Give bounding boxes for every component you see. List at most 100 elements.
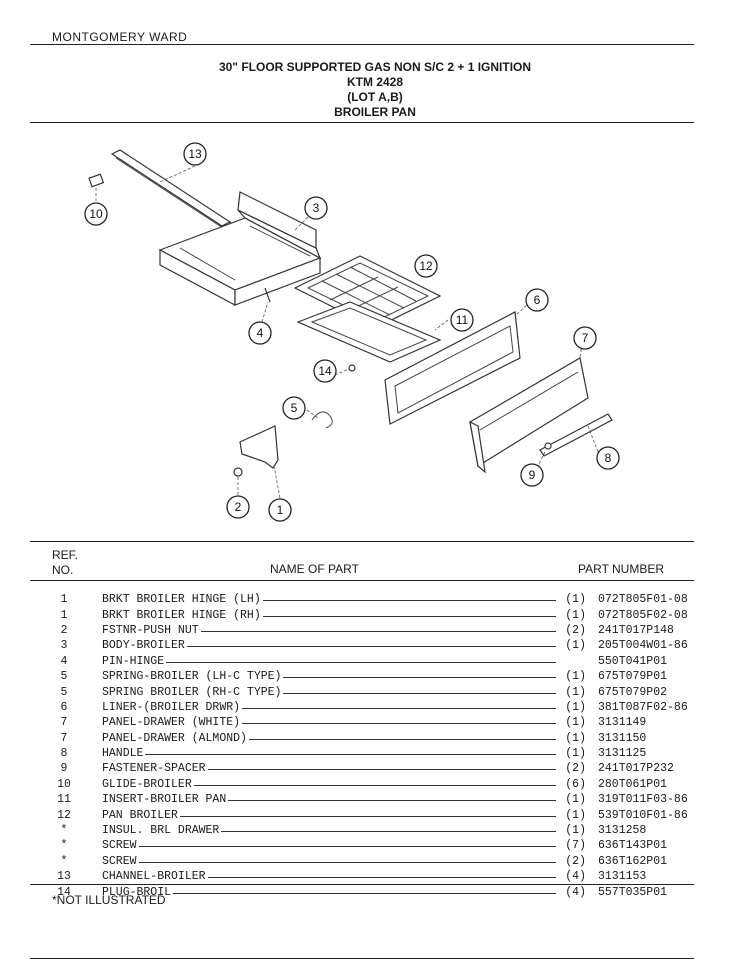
name-cell: CHANNEL-BROILER	[88, 869, 558, 884]
dotted-leader	[228, 800, 556, 802]
ref-cell: 7	[60, 731, 68, 745]
part-number-cell: 636T162P01	[598, 854, 668, 868]
ref-cell: 14	[57, 885, 71, 899]
part-name: PLUG-BROIL	[102, 885, 172, 899]
part-name: PANEL-DRAWER (WHITE)	[102, 716, 241, 730]
part-name: SCREW	[102, 854, 137, 868]
ref-cell: 2	[60, 623, 68, 637]
insert-broiler-pan-part	[296, 301, 442, 363]
part-number-cell: 241T017P148	[598, 623, 674, 637]
name-cell: BRKT BROILER HINGE (RH)	[88, 607, 558, 622]
qty-cell: (7)	[565, 839, 586, 853]
svg-text:13: 13	[188, 147, 202, 161]
qty-cell: (1)	[565, 716, 586, 730]
name-cell: LINER-(BROILER DRWR)	[88, 700, 558, 715]
qty-cell: (2)	[565, 623, 586, 637]
part-number-cell: 072T805F02-08	[598, 608, 688, 622]
ref-cell: 11	[57, 793, 71, 807]
callout-4: 4	[248, 321, 272, 345]
spring-broiler-part	[311, 411, 333, 429]
qty-cell: (2)	[565, 854, 586, 868]
name-cell: SCREW	[88, 854, 558, 869]
table-row: *INSUL. BRL DRAWER(1)3131258	[40, 823, 718, 838]
ref-cell: 9	[60, 762, 68, 776]
title-line-4: BROILER PAN	[334, 105, 416, 119]
part-number-cell: 3131153	[598, 870, 647, 884]
qty-cell: (1)	[565, 670, 586, 684]
qty-cell: (2)	[565, 762, 586, 776]
part-number-cell: 072T805F01-08	[598, 593, 688, 607]
callout-14: 14	[313, 359, 337, 383]
ref-cell: *	[60, 824, 68, 838]
part-name: SCREW	[102, 839, 137, 853]
dotted-leader	[242, 707, 556, 709]
dotted-leader	[283, 677, 556, 679]
ref-cell: 13	[57, 870, 71, 884]
handle-part	[539, 413, 613, 457]
svg-text:3: 3	[313, 201, 320, 215]
dotted-leader	[145, 754, 556, 756]
table-row: 2 FSTNR-PUSH NUT (2) 241T017P148	[40, 623, 718, 638]
name-cell: PIN-HINGE	[88, 654, 558, 669]
part-name: SPRING-BROILER (LH-C TYPE)	[102, 670, 282, 684]
svg-text:14: 14	[318, 364, 332, 378]
dotted-leader	[207, 769, 556, 771]
table-bottom-rule	[30, 884, 694, 885]
svg-text:12: 12	[419, 259, 433, 273]
svg-text:6: 6	[534, 293, 541, 307]
ref-no-header: REF. NO.	[52, 548, 78, 578]
callout-2: 2	[226, 495, 250, 519]
callout-7: 7	[573, 326, 597, 350]
part-number-cell: 3131258	[598, 824, 647, 838]
dotted-leader	[138, 861, 556, 863]
dotted-leader	[262, 615, 556, 617]
part-name: FSTNR-PUSH NUT	[102, 623, 199, 637]
ref-cell: 10	[57, 777, 71, 791]
name-cell: PANEL-DRAWER (ALMOND)	[88, 731, 558, 746]
svg-text:10: 10	[89, 207, 103, 221]
dotted-leader	[138, 846, 556, 848]
name-cell: SPRING-BROILER (LH-C TYPE)	[88, 669, 558, 684]
name-cell: FSTNR-PUSH NUT	[88, 623, 558, 638]
dotted-leader	[200, 630, 556, 632]
table-row: *SCREW(2)636T162P01	[40, 854, 718, 869]
part-name: INSERT-BROILER PAN	[102, 793, 227, 807]
ref-cell: 5	[60, 685, 68, 699]
plug-broil-part	[348, 364, 356, 372]
part-name: CHANNEL-BROILER	[102, 870, 206, 884]
name-cell: PAN BROILER	[88, 807, 558, 822]
callout-8: 8	[596, 446, 620, 470]
svg-text:11: 11	[456, 313, 469, 327]
dotted-leader	[248, 738, 556, 740]
page-title: 30" FLOOR SUPPORTED GAS NON S/C 2 + 1 IG…	[0, 60, 750, 120]
part-name: INSUL. BRL DRAWER	[102, 824, 220, 838]
qty-cell: (1)	[565, 808, 586, 822]
dotted-leader	[186, 646, 556, 648]
part-number-cell: 539T010F01-86	[598, 808, 688, 822]
name-cell: BODY-BROILER	[88, 638, 558, 653]
exploded-parts-diagram: 13 10 3 12 6 11 4 7 14 5 8 9 2 1	[84, 142, 620, 522]
qty-cell: (6)	[565, 777, 586, 791]
name-cell: HANDLE	[88, 746, 558, 761]
dotted-leader	[193, 784, 556, 786]
top-rule	[30, 44, 694, 45]
qty-cell: (1)	[565, 731, 586, 745]
table-top-rule	[30, 541, 694, 542]
ref-cell: 3	[60, 639, 68, 653]
panel-drawer-part	[469, 357, 589, 474]
dotted-leader	[173, 892, 556, 894]
part-name: BRKT BROILER HINGE (LH)	[102, 593, 261, 607]
name-of-part-header: NAME OF PART	[270, 562, 359, 576]
callout-5: 5	[282, 396, 306, 420]
ref-cell: 4	[60, 654, 68, 668]
title-line-3: (LOT A,B)	[347, 90, 403, 104]
name-cell: SCREW	[88, 838, 558, 853]
ref-cell: 6	[60, 700, 68, 714]
